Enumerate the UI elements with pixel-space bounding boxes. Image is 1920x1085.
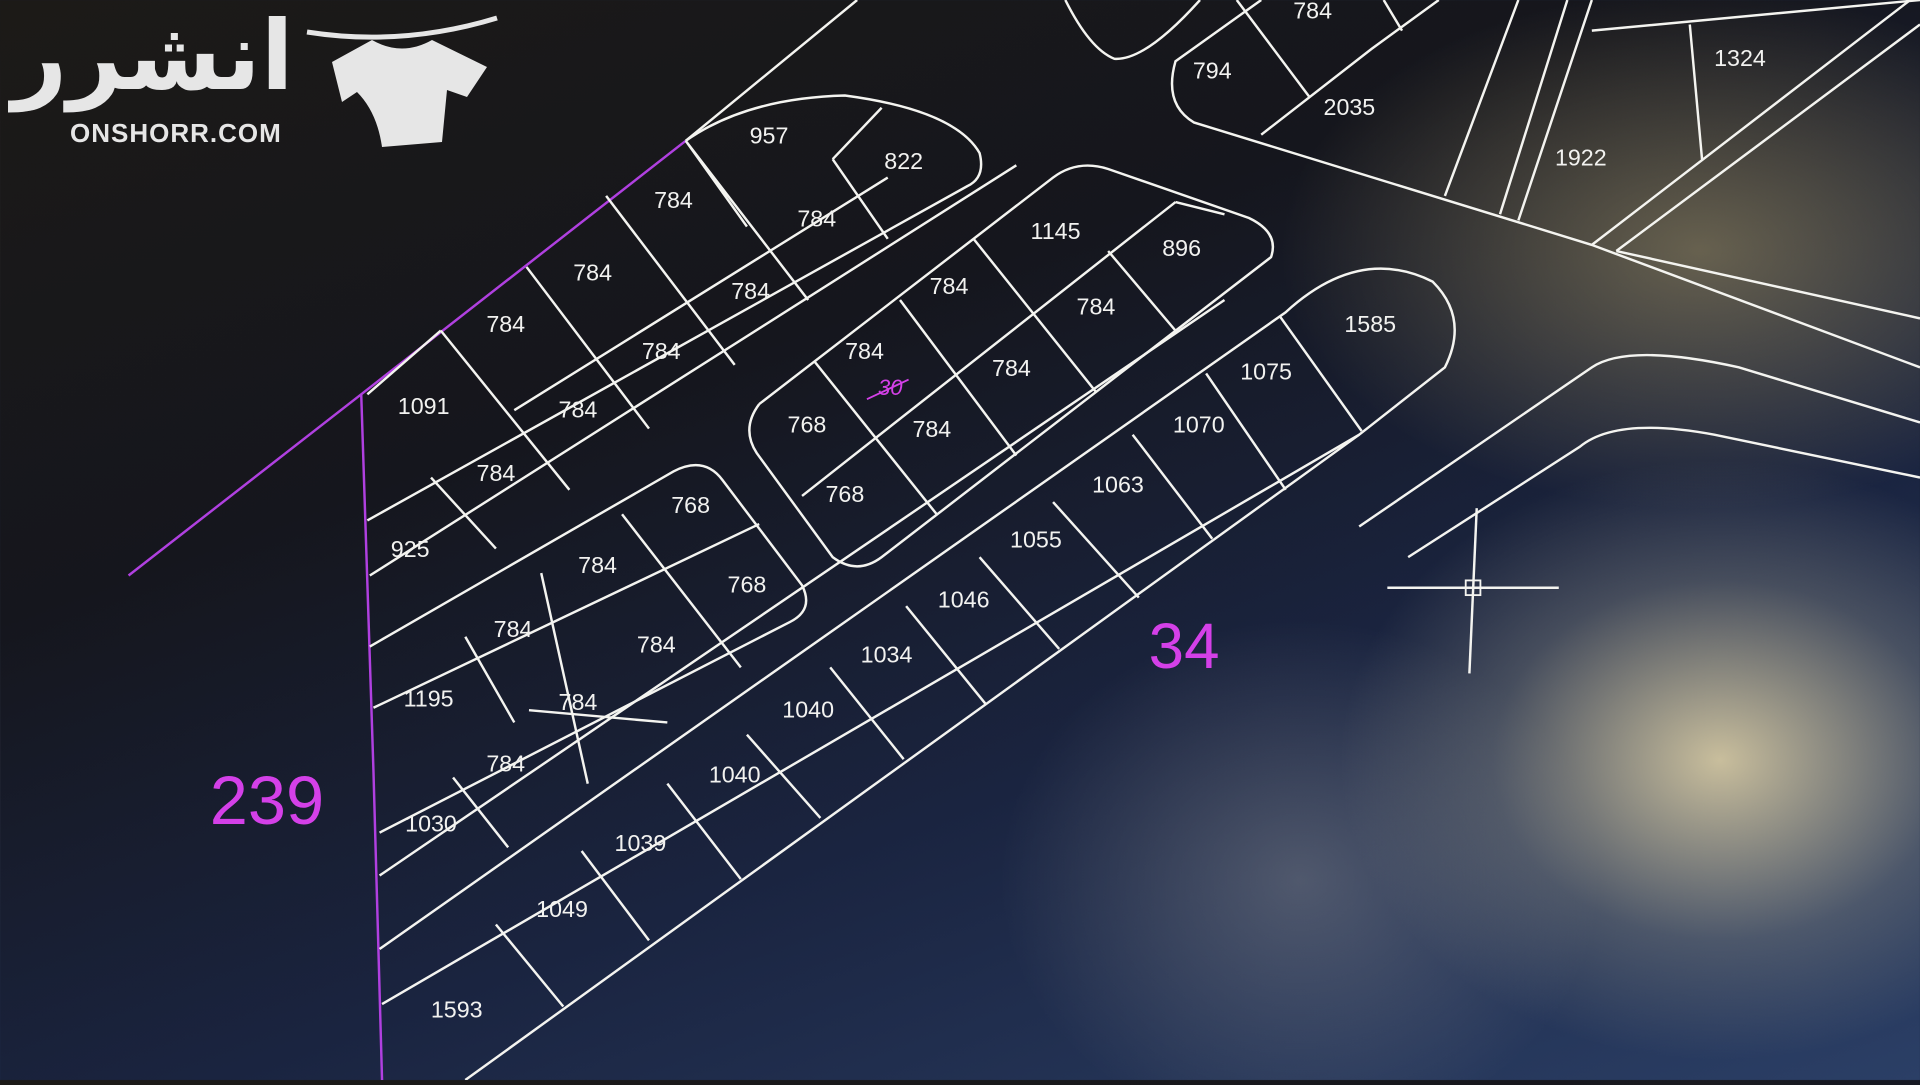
plot-number-label: 1070	[1173, 411, 1225, 437]
parcel-boundaries	[127, 0, 1920, 1081]
plot-number-label: 1585	[1344, 311, 1396, 337]
plot-number-label: 1145	[1031, 218, 1081, 244]
plot-number-label: 2035	[1324, 94, 1376, 120]
plot-number-label: 1034	[861, 641, 913, 667]
plot-number-label: 784	[845, 338, 884, 364]
zone-boundary-line	[360, 394, 384, 1081]
plot-number-label: 784	[559, 397, 598, 423]
plot-labels: 957 822 784 784 784 784 784 784 1091 784 784 925 768…	[391, 0, 1766, 1023]
plot-number-label: 1091	[398, 393, 450, 419]
top-right-parcels	[1064, 0, 1920, 559]
block-outline	[378, 267, 1456, 1081]
zone-label-34: 34	[1149, 611, 1220, 682]
plot-number-label: 784	[992, 355, 1031, 381]
plot-number-label: 1040	[782, 697, 834, 723]
plot-number-label: 1075	[1240, 359, 1292, 385]
plot-number-label: 1324	[1714, 45, 1766, 71]
plot-number-label: 768	[788, 411, 827, 437]
plot-number-label: 784	[797, 206, 836, 232]
plot-number-label: 1195	[404, 686, 454, 712]
plot-lines	[381, 315, 1363, 1008]
block-outline	[366, 94, 983, 522]
plot-number-label: 1046	[938, 586, 990, 612]
plot-number-label: 784	[642, 338, 681, 364]
plot-lines	[801, 200, 1225, 516]
block-outline	[748, 164, 1275, 568]
crosshair-cursor-icon	[1387, 508, 1559, 674]
road-edge	[369, 164, 1226, 877]
plot-number-label: 925	[391, 536, 430, 562]
plot-number-label: 1040	[709, 761, 761, 787]
plot-lines	[372, 513, 760, 849]
plot-number-label: 1055	[1010, 526, 1062, 552]
plot-number-label: 822	[884, 148, 923, 174]
plot-number-label: 784	[559, 689, 598, 715]
plot-number-label: 1039	[615, 830, 667, 856]
plot-number-label: 957	[750, 122, 789, 148]
plot-lines	[430, 106, 889, 550]
plot-number-label: 794	[1193, 57, 1232, 83]
plot-number-label: 784	[1077, 294, 1116, 320]
plot-number-label: 784	[578, 552, 617, 578]
watermark-latin: ONSHORR.COM	[70, 118, 282, 148]
plot-number-label: 784	[573, 259, 612, 285]
plot-number-label: 1030	[405, 810, 457, 836]
plot-number-label: 896	[1162, 235, 1201, 261]
block-outline	[369, 463, 808, 834]
plot-number-label: 784	[654, 187, 693, 213]
strike-mark	[866, 378, 909, 401]
plot-number-label: 784	[731, 278, 770, 304]
plot-number-label: 1049	[536, 896, 588, 922]
plot-number-label: 784	[486, 750, 525, 776]
plot-number-label: 784	[637, 632, 676, 658]
zone-label-239: 239	[210, 762, 324, 839]
plot-number-label: 784	[1293, 0, 1332, 23]
plot-number-label: 1593	[431, 997, 483, 1023]
zone-boundary-line	[127, 139, 687, 577]
plot-number-label: 768	[825, 481, 864, 507]
plot-number-label: 784	[930, 273, 969, 299]
plot-number-label: 1063	[1092, 471, 1144, 497]
tshirt-hanger-icon	[306, 15, 498, 147]
road-edge	[684, 0, 858, 142]
watermark-arabic: انشرر	[12, 0, 294, 112]
plot-number-label: 1922	[1555, 144, 1607, 170]
block-divider	[366, 176, 889, 412]
plot-number-label: 784	[912, 416, 951, 442]
plot-number-label: 768	[728, 572, 767, 598]
plot-number-label: 784	[494, 616, 533, 642]
plot-number-label: 768	[671, 492, 710, 518]
plot-number-label: 784	[486, 311, 525, 337]
plot-number-label: 784	[477, 460, 516, 486]
